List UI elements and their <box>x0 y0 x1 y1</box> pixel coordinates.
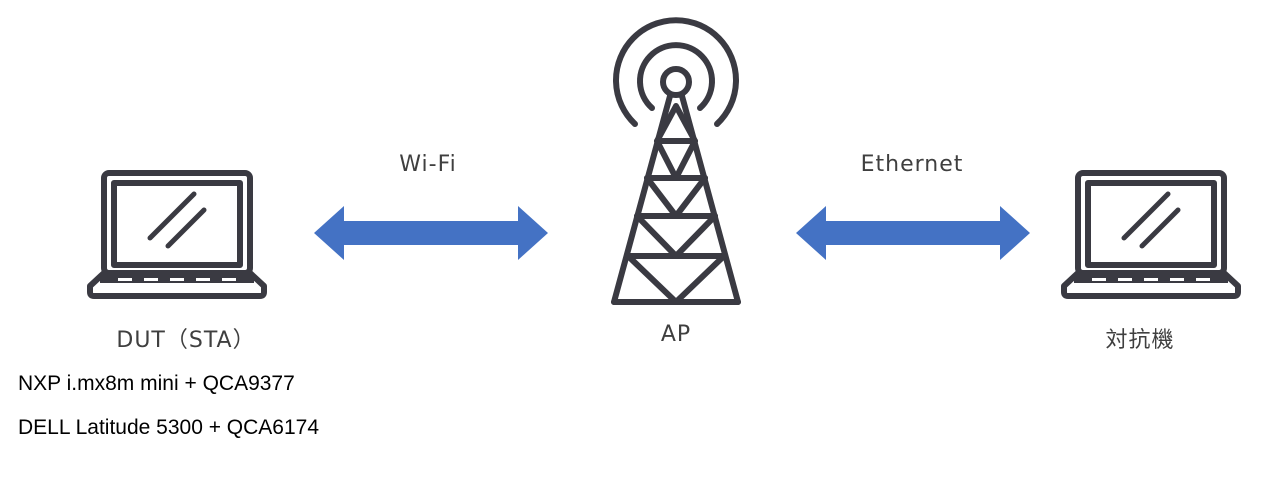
ethernet-link-arrow-icon <box>796 206 1030 260</box>
wifi-link-arrow-icon <box>314 206 548 260</box>
wifi-link-label: Wi-Fi <box>399 152 457 177</box>
dut-node-label: DUT（STA） <box>116 328 256 353</box>
peer-node-label: 対抗機 <box>1105 328 1175 353</box>
ap-tower-icon <box>611 17 741 305</box>
ethernet-link-label: Ethernet <box>860 152 964 177</box>
dut-detail-line-2: DELL Latitude 5300 + QCA6174 <box>18 416 320 439</box>
dut-detail-line-1: NXP i.mx8m mini + QCA9377 <box>18 372 295 395</box>
ap-node-label: AP <box>660 322 692 347</box>
dut-laptop-icon <box>87 170 267 299</box>
peer-laptop-icon <box>1061 170 1241 299</box>
